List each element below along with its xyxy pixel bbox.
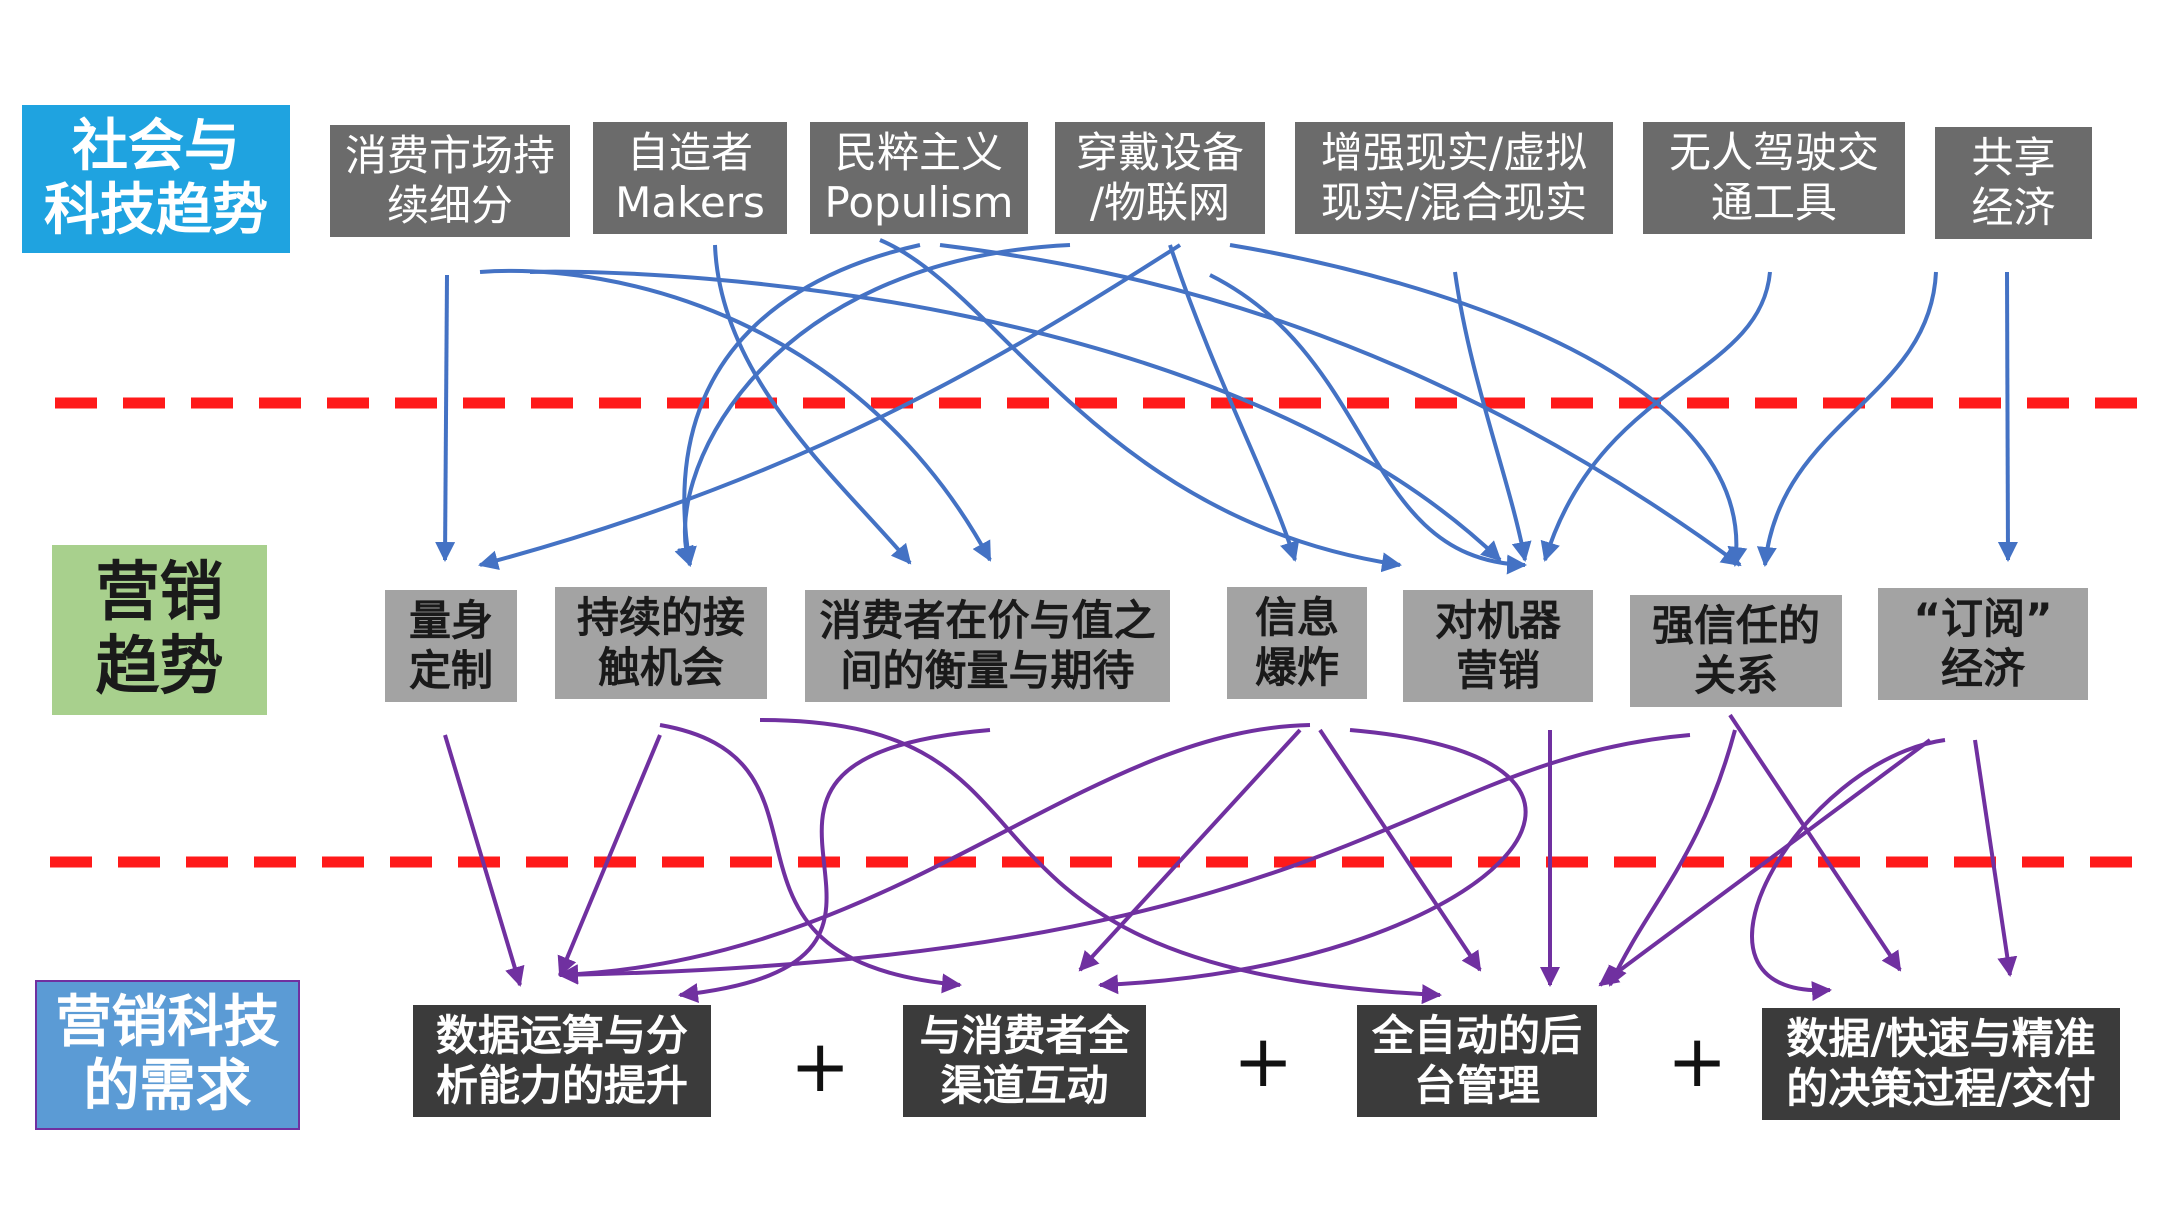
purple-arrow bbox=[1098, 728, 1528, 995]
purple-arrow-group bbox=[443, 713, 2018, 1005]
purple-arrow bbox=[557, 734, 662, 977]
social-trend-sharing-economy: 共享 经济 bbox=[1935, 127, 2092, 239]
purple-arrow bbox=[1728, 713, 1902, 972]
social-trend-ar-vr-mr: 增强现实/虚拟 现实/混合现实 bbox=[1295, 122, 1613, 234]
plus-sign-3: + bbox=[1667, 1019, 1728, 1103]
marketing-trend-trust-relationship: 强信任的 关系 bbox=[1630, 595, 1842, 707]
social-trend-makers: 自造者 Makers bbox=[593, 122, 787, 234]
purple-arrow bbox=[558, 733, 1691, 985]
purple-arrow bbox=[1973, 739, 2018, 977]
marketing-trend-subscription-economy: “订阅” 经济 bbox=[1878, 588, 2088, 700]
social-trend-market-segmentation: 消费市场持 续细分 bbox=[330, 125, 570, 237]
plus-sign-2: + bbox=[1233, 1019, 1294, 1103]
blue-arrow bbox=[479, 268, 992, 562]
purple-arrow bbox=[1750, 738, 1946, 1002]
marketing-trend-information-explosion: 信息 爆炸 bbox=[1227, 587, 1367, 699]
blue-arrow bbox=[478, 243, 1182, 571]
plus-sign-1: + bbox=[790, 1024, 851, 1108]
purple-arrow bbox=[678, 728, 991, 1003]
blue-arrow bbox=[879, 238, 1402, 573]
social-trend-populism: 民粹主义 Populism bbox=[810, 122, 1028, 234]
marketing-trend-continuous-touchpoints: 持续的接 触机会 bbox=[555, 587, 767, 699]
purple-arrow bbox=[443, 734, 525, 987]
blue-arrow bbox=[674, 243, 1071, 567]
social-trend-wearables-iot: 穿戴设备 /物联网 bbox=[1055, 122, 1265, 234]
marketing-trend-consumer-value-expectation: 消费者在价与值之 间的衡量与期待 bbox=[805, 590, 1170, 702]
section-label-marketing-trends: 营销 趋势 bbox=[52, 545, 267, 715]
blue-arrow bbox=[1756, 271, 1938, 567]
blue-arrow-group bbox=[435, 238, 2018, 575]
martech-need-omnichannel-engagement: 与消费者全 渠道互动 bbox=[903, 1005, 1146, 1117]
blue-arrow bbox=[435, 274, 456, 562]
marketing-trend-machine-marketing: 对机器 营销 bbox=[1403, 590, 1593, 702]
blue-arrow bbox=[1540, 271, 1772, 562]
blue-arrow bbox=[1229, 243, 1748, 567]
blue-arrow bbox=[1453, 271, 1532, 562]
section-label-social-tech: 社会与 科技趋势 bbox=[22, 105, 290, 253]
blue-arrow bbox=[939, 243, 1742, 567]
blue-arrow bbox=[677, 243, 921, 567]
martech-need-automated-backend: 全自动的后 台管理 bbox=[1357, 1005, 1597, 1117]
purple-arrow bbox=[558, 723, 1311, 985]
martech-need-data-analytics: 数据运算与分 析能力的提升 bbox=[413, 1005, 711, 1117]
blue-arrow bbox=[529, 269, 1502, 562]
social-trend-autonomous-vehicles: 无人驾驶交 通工具 bbox=[1643, 122, 1905, 234]
marketing-trend-customization: 量身 定制 bbox=[385, 590, 517, 702]
blue-arrow bbox=[1997, 271, 2018, 562]
purple-arrow bbox=[1608, 729, 1737, 987]
purple-arrow bbox=[1598, 738, 1932, 987]
purple-arrow bbox=[659, 723, 962, 994]
section-label-martech-needs: 营销科技 的需求 bbox=[35, 980, 300, 1130]
blue-arrow bbox=[713, 244, 912, 565]
purple-arrow bbox=[1318, 728, 1482, 972]
martech-need-fast-precise-decisions: 数据/快速与精准 的决策过程/交付 bbox=[1762, 1008, 2120, 1120]
purple-arrow bbox=[1078, 728, 1302, 972]
blue-arrow bbox=[1168, 244, 1300, 562]
blue-arrow bbox=[1209, 273, 1527, 575]
